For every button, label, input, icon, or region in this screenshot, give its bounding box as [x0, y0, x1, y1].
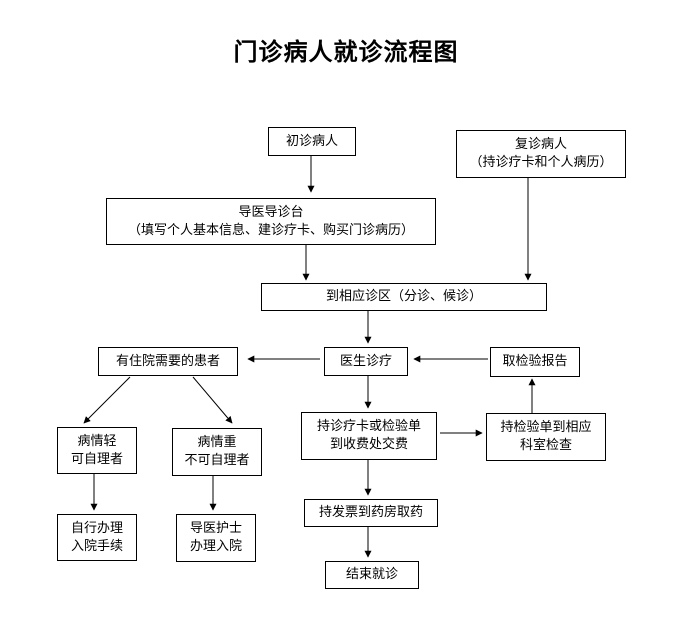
guide-desk-box: 导医导诊台 （填写个人基本信息、建诊疗卡、购买门诊病历） — [106, 198, 436, 245]
mild-label: 病情轻 — [77, 433, 117, 449]
return-patient-label: 复诊病人 — [514, 137, 567, 152]
arrow-inpatient-to-severe — [192, 376, 233, 424]
severe-note: 不可自理者 — [184, 453, 250, 468]
clinic-area-box: 到相应诊区（分诊、候诊） — [261, 283, 547, 311]
inpatient-need-label: 有住院需要的患者 — [115, 353, 220, 369]
return-patient-box: 复诊病人 （持诊疗卡和个人病历） — [456, 130, 626, 178]
guide-desk-label: 导医导诊台 — [238, 204, 304, 220]
arrow-inpatient-to-mild — [83, 376, 131, 424]
get-report-label: 取检验报告 — [502, 354, 568, 369]
lab-label: 持检验单到相应 — [500, 420, 592, 435]
clinic-area-label: 到相应诊区（分诊、候诊） — [325, 289, 482, 304]
lab-box: 持检验单到相应 科室检查 — [486, 413, 606, 461]
self-admit-label: 自行办理 — [70, 520, 123, 536]
initial-patient-label: 初诊病人 — [285, 133, 338, 149]
end-box: 结束就诊 — [325, 561, 419, 589]
pharmacy-label: 持发票到药房取药 — [318, 505, 423, 520]
lab-note: 科室检查 — [519, 438, 572, 453]
self-admit-note: 入院手续 — [70, 538, 123, 554]
mild-box: 病情轻 可自理者 — [57, 427, 137, 474]
page-title: 门诊病人就诊流程图 — [233, 38, 459, 66]
get-report-box: 取检验报告 — [490, 347, 580, 377]
pay-box: 持诊疗卡或检验单 到收费处交费 — [301, 412, 437, 460]
pay-note: 到收费处交费 — [329, 437, 408, 452]
pay-label: 持诊疗卡或检验单 — [316, 419, 421, 434]
self-admit-box: 自行办理 入院手续 — [57, 514, 137, 561]
inpatient-need-box: 有住院需要的患者 — [98, 347, 238, 376]
pharmacy-box: 持发票到药房取药 — [304, 499, 438, 527]
doctor-box: 医生诊疗 — [324, 347, 408, 376]
initial-patient-box: 初诊病人 — [268, 127, 356, 156]
nurse-admit-note: 办理入院 — [189, 539, 242, 554]
end-label: 结束就诊 — [345, 567, 398, 582]
mild-note: 可自理者 — [70, 451, 123, 467]
nurse-admit-label: 导医护士 — [189, 521, 242, 536]
return-patient-note: （持诊疗卡和个人病历） — [469, 155, 613, 170]
doctor-label: 医生诊疗 — [339, 353, 392, 369]
guide-desk-note: （填写个人基本信息、建诊疗卡、购买门诊病历） — [127, 222, 414, 238]
nurse-admit-box: 导医护士 办理入院 — [176, 514, 256, 562]
severe-box: 病情重 不可自理者 — [172, 428, 262, 476]
severe-label: 病情重 — [197, 435, 237, 450]
